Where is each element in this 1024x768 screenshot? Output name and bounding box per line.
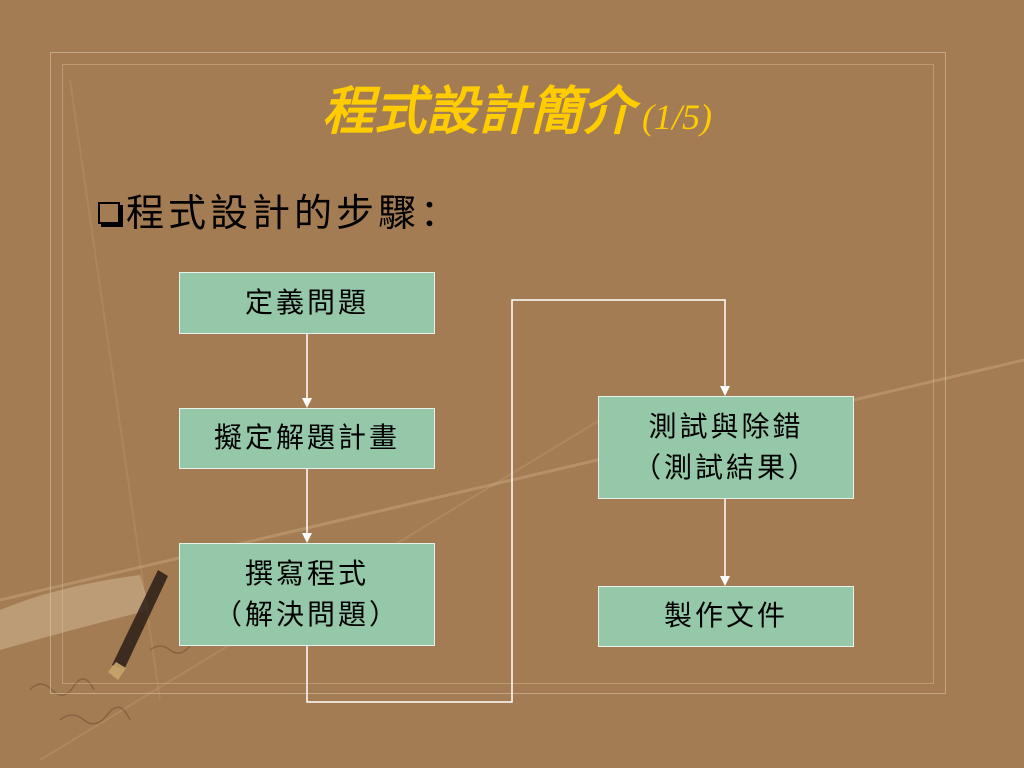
step-define-problem: 定義問題 — [179, 272, 435, 334]
step-label: 定義問題 — [244, 285, 369, 319]
step-test-debug: 測試與除錯 （測試結果） — [598, 396, 854, 499]
title-text: 程式設計簡介 — [322, 81, 635, 142]
step-label: 測試與除錯 — [648, 409, 804, 443]
step-sublabel: （解決問題） — [213, 597, 400, 631]
step-label: 撰寫程式 — [244, 556, 369, 590]
step-label: 製作文件 — [663, 599, 788, 633]
title-page-indicator: (1/5) — [642, 97, 712, 137]
step-documentation: 製作文件 — [598, 586, 854, 647]
slide-frame-inner — [62, 64, 934, 684]
step-sublabel: （測試結果） — [632, 450, 819, 484]
bullet-text: 程式設計的步驟： — [126, 191, 463, 235]
slide-title: 程式設計簡介(1/5) — [322, 86, 712, 138]
step-plan-solution: 擬定解題計畫 — [179, 408, 435, 469]
bullet-item: 程式設計的步驟： — [98, 194, 462, 232]
slide-frame-outer — [50, 52, 946, 694]
arrow-code-to-test — [306, 299, 730, 703]
step-label: 擬定解題計畫 — [213, 421, 400, 455]
checkbox-bullet-icon — [98, 202, 120, 224]
step-write-program: 撰寫程式 （解決問題） — [179, 543, 435, 646]
